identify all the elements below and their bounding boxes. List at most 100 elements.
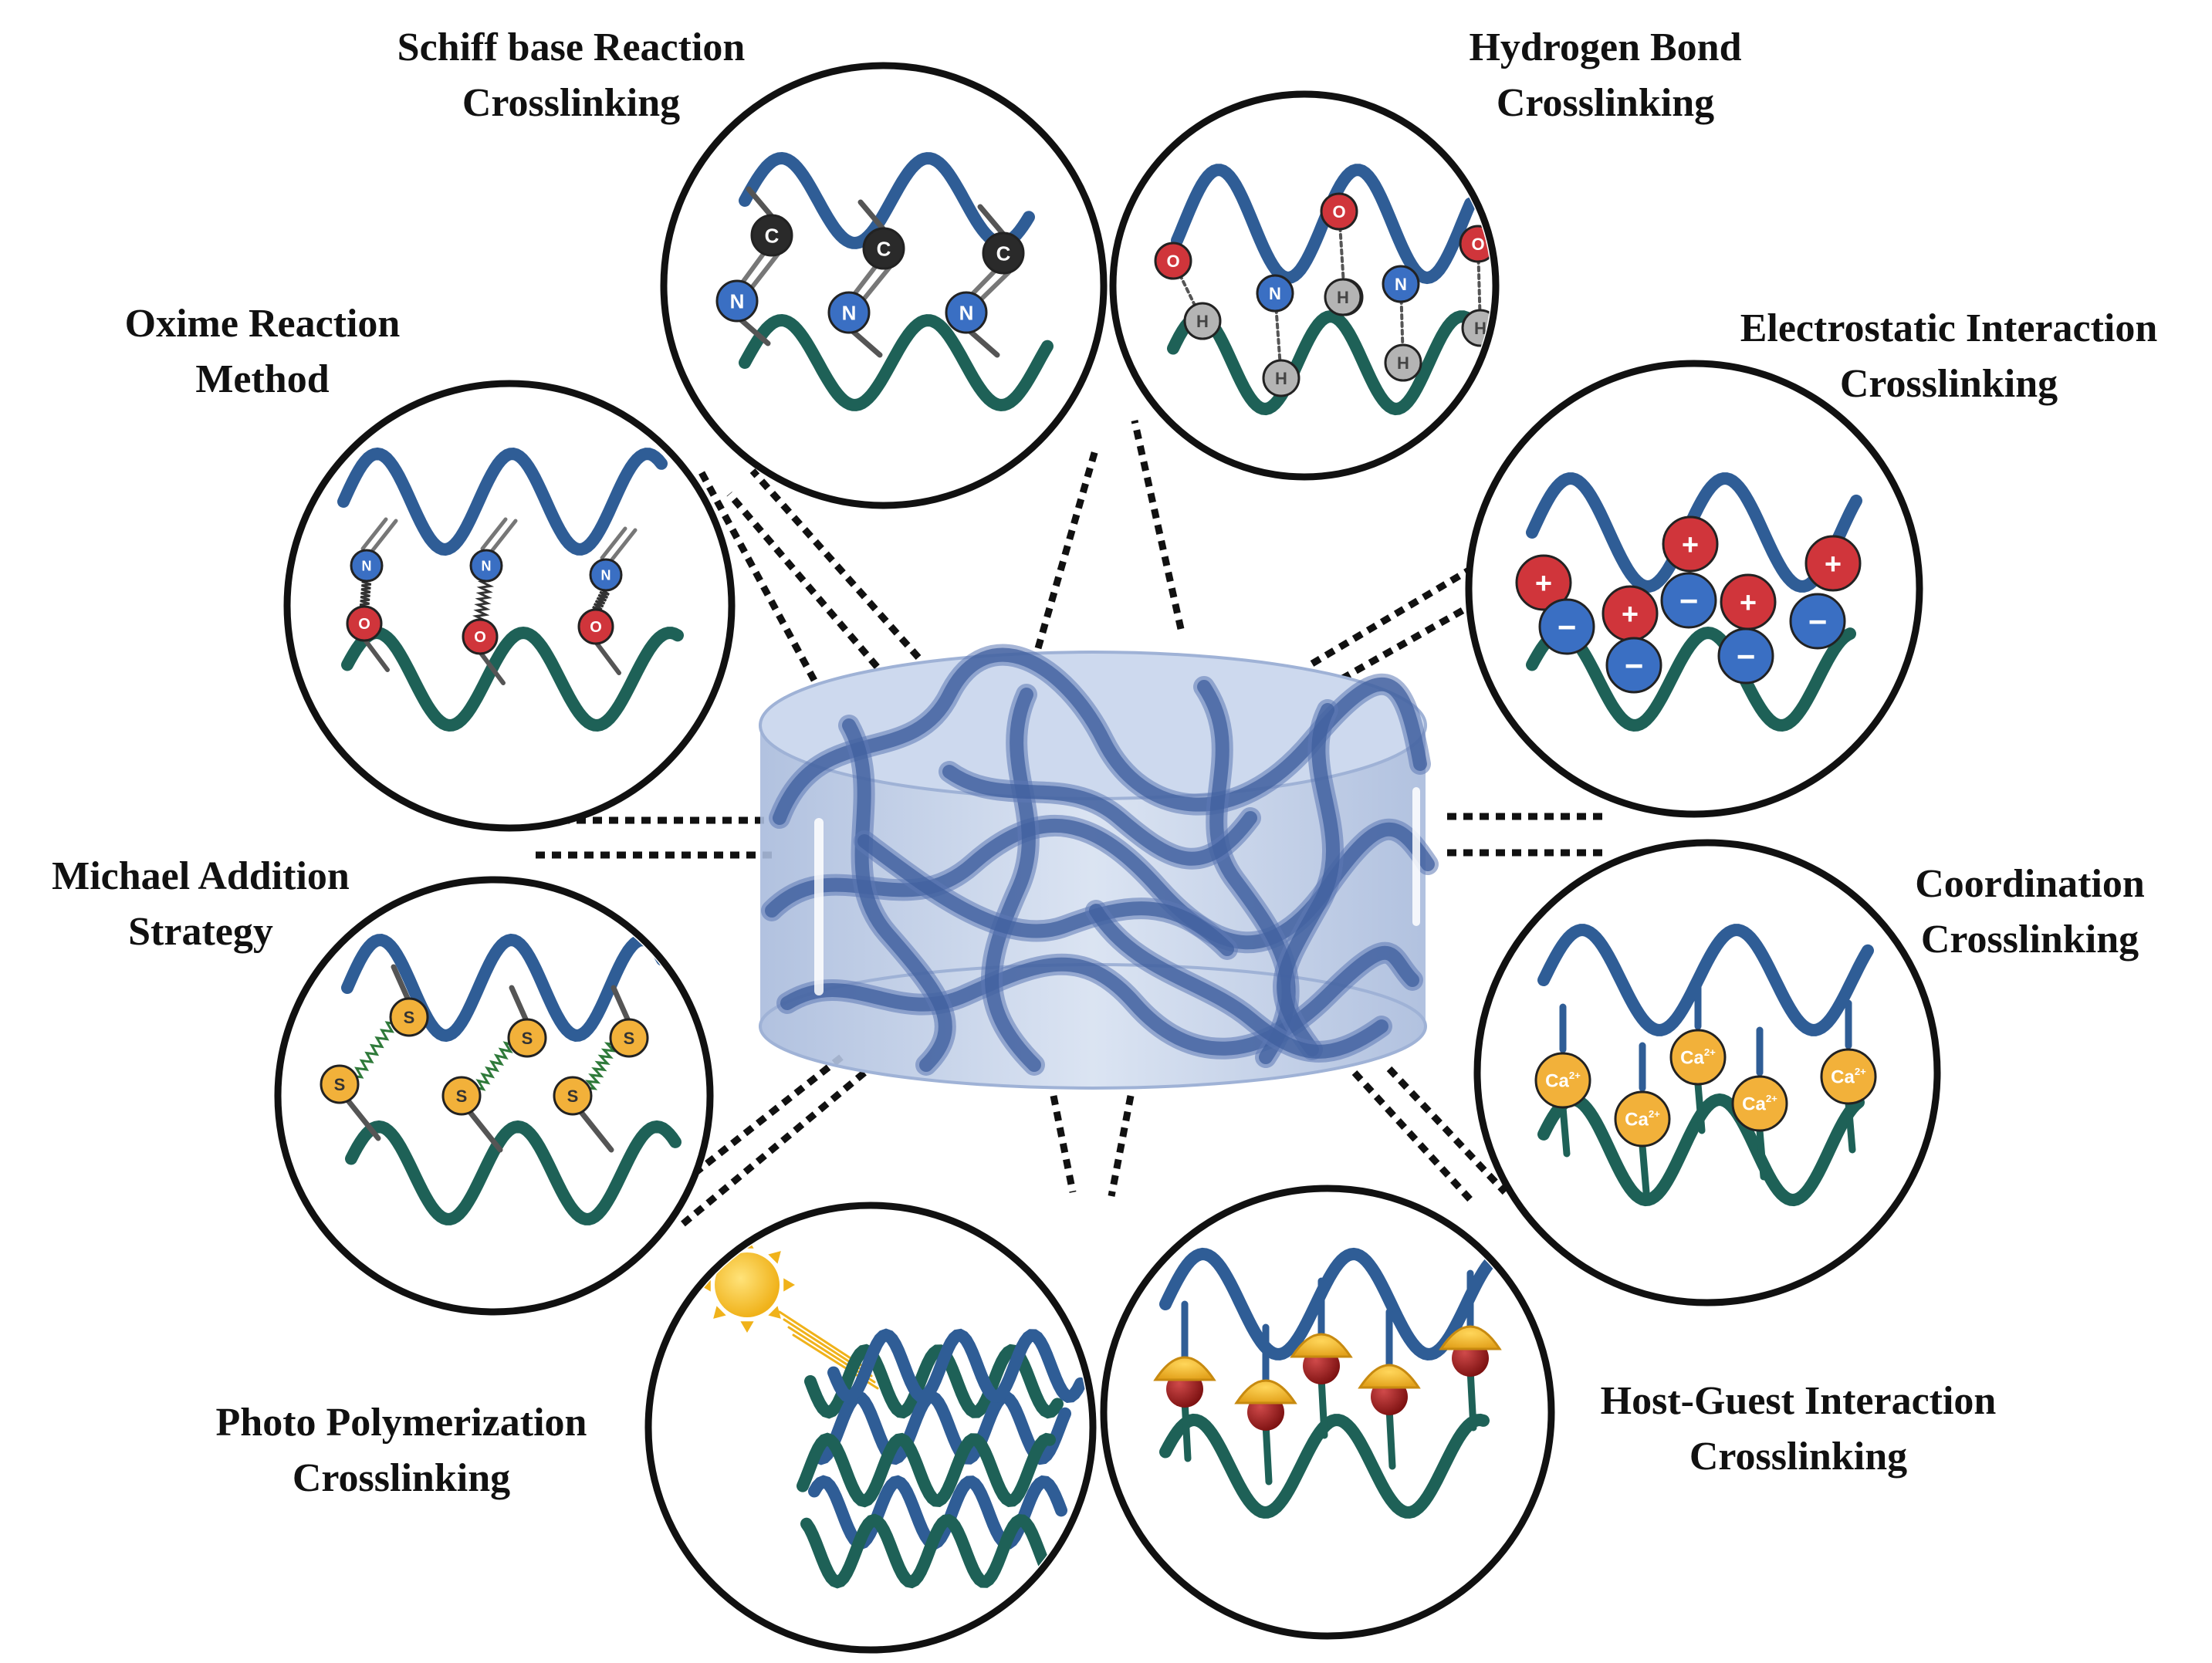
coord-linker-bottom-0 (1559, 1104, 1571, 1158)
michael-sulfur-top-1: S (507, 1018, 547, 1058)
circle-coord: Ca2+Ca2+Ca2+Ca2+Ca2+ (1473, 839, 1941, 1306)
label-coord: Coordination Crosslinking (1868, 857, 2192, 968)
schiff-double-bond-b-2 (978, 269, 1012, 303)
michael-sulfur-top-1-symbol: S (522, 1029, 533, 1048)
gel-fiber-2 (780, 945, 1419, 1056)
oxime-oxygen-0-disc (346, 605, 383, 642)
electro-plus-0-disc (1515, 554, 1572, 611)
electro-minus-0-symbol: − (1558, 609, 1577, 645)
hbond-acceptor-0-disc (1154, 242, 1192, 280)
label-michael-line1: Michael Addition (52, 854, 350, 898)
coord-calcium-3-charge: 2+ (1766, 1093, 1777, 1104)
oxime-wavy-bond-1 (472, 580, 495, 623)
electro-minus-1-symbol: − (1625, 647, 1644, 684)
label-michael: Michael Addition Strategy (15, 849, 386, 960)
circle-hostguest (1100, 1185, 1555, 1640)
schiff-nitrogen-0-symbol: N (730, 289, 745, 313)
michael-top-stem-0 (391, 964, 412, 1005)
label-photo: Photo Polymerization Crosslinking (178, 1395, 625, 1506)
schiff-carbon-2-symbol: C (996, 242, 1011, 265)
oxime-oxygen-1: O (462, 618, 499, 655)
oxime-nitrogen-1-disc (469, 549, 503, 583)
label-hostguest: Host-Guest Interaction Crosslinking (1559, 1374, 2038, 1485)
photo-network-strand-5 (827, 1328, 1087, 1404)
hbond-hydrogen-extra-symbol: H (1337, 288, 1349, 307)
sun-ray-0 (783, 1278, 795, 1292)
hostguest-host-0 (1153, 1356, 1216, 1381)
michael-bottom-stem-2 (577, 1108, 614, 1153)
hbond-acceptor-1: N (1256, 274, 1294, 313)
circle-hostguest-border (1100, 1185, 1555, 1640)
hbond-acceptor-3: N (1382, 265, 1420, 303)
oxime-oxygen-0: O (346, 605, 383, 642)
hostguest-host-4 (1439, 1325, 1502, 1350)
hbond-acceptor-4-symbol: O (1471, 235, 1484, 254)
schiff-nitrogen-2: N (945, 291, 988, 334)
label-photo-line1: Photo Polymerization (215, 1401, 587, 1445)
schiff-nitrogen-2-disc (945, 291, 988, 334)
connector-mid-bottom-b (1108, 1095, 1135, 1197)
label-oxime-line1: Oxime Reaction (124, 302, 401, 346)
michael-sulfur-bottom-1: S (441, 1076, 482, 1116)
electro-minus-1-disc (1605, 637, 1662, 694)
michael-bottom-stem-1 (466, 1108, 503, 1153)
oxime-nitrogen-0: N (350, 549, 384, 583)
hbond-hydrogen-3-disc (1384, 343, 1422, 382)
michael-sulfur-bottom-0-disc (320, 1064, 360, 1104)
connector-oxime-b (695, 465, 825, 697)
michael-sulfur-top-1-disc (507, 1018, 547, 1058)
michael-sulfur-bottom-1-symbol: S (456, 1087, 468, 1106)
hbond-acceptor-1-symbol: N (1269, 284, 1281, 303)
photo-network-strand-4 (800, 1513, 1060, 1589)
schiff-nitrogen-1-disc (827, 291, 871, 334)
oxime-double-bond-a-0 (360, 517, 388, 551)
electro-plus-1-symbol: + (1682, 529, 1699, 562)
schiff-carbon-1-disc (862, 227, 905, 270)
oxime-bottom-stem-0 (362, 637, 390, 672)
gel-fiber-9 (1089, 904, 1388, 1059)
michael-sulfur-top-2-symbol: S (624, 1029, 635, 1048)
coord-calcium-2-charge: 2+ (1704, 1046, 1716, 1058)
coord-calcium-4-charge: 2+ (1855, 1066, 1866, 1077)
michael-sulfur-top-0-disc (389, 997, 429, 1037)
oxime-oxygen-2: O (577, 608, 614, 645)
hbond-acceptor-2-symbol: O (1332, 202, 1345, 221)
michael-thioether-bond-0 (354, 1021, 394, 1079)
oxime-nitrogen-1: N (469, 549, 503, 583)
coord-calcium-4: Ca2+ (1820, 1048, 1877, 1105)
connector-hostguest-a (1351, 1070, 1477, 1207)
hbond-hydrogen-0-disc (1183, 302, 1222, 340)
sun-ray-1 (768, 1306, 781, 1319)
oxime-double-bond-b-1 (490, 519, 518, 553)
coord-calcium-2-disc (1669, 1029, 1727, 1086)
coord-calcium-0-disc (1534, 1052, 1591, 1109)
schiff-nitrogen-1: N (827, 291, 871, 334)
connector-mid-bottom-a (1050, 1095, 1077, 1193)
schiff-carbon-2: C (982, 232, 1025, 275)
hbond-hydrogen-1-disc (1262, 359, 1300, 397)
schiff-double-bond-a-1 (850, 262, 880, 299)
connector-electro-a (1310, 553, 1496, 667)
gel-fiber-1 (765, 818, 1435, 950)
coord-linker-bottom-3 (1756, 1127, 1767, 1181)
label-oxime-line2: Method (195, 357, 330, 401)
hbond-acceptor-2-disc (1320, 192, 1358, 231)
electro-minus-0-disc (1538, 598, 1595, 655)
schiff-carbon-1: C (862, 227, 905, 270)
hydrogel-cylinder (759, 644, 1439, 1090)
electro-plus-3-symbol: + (1740, 587, 1757, 620)
electro-minus-0: − (1538, 598, 1595, 655)
hbond-acceptor-0: O (1154, 242, 1192, 280)
hbond-hydrogen-0-symbol: H (1196, 312, 1209, 331)
oxime-oxygen-2-symbol: O (590, 619, 602, 636)
hostguest-host-3 (1358, 1364, 1421, 1389)
label-schiff: Schiff base Reaction Crosslinking (370, 20, 772, 131)
electro-plus-2-symbol: + (1622, 599, 1639, 631)
hbond-hydrogen-extra-disc (1324, 278, 1362, 316)
gel-fiber-6 (1277, 703, 1340, 1056)
coord-linker-bottom-2 (1694, 1080, 1706, 1134)
